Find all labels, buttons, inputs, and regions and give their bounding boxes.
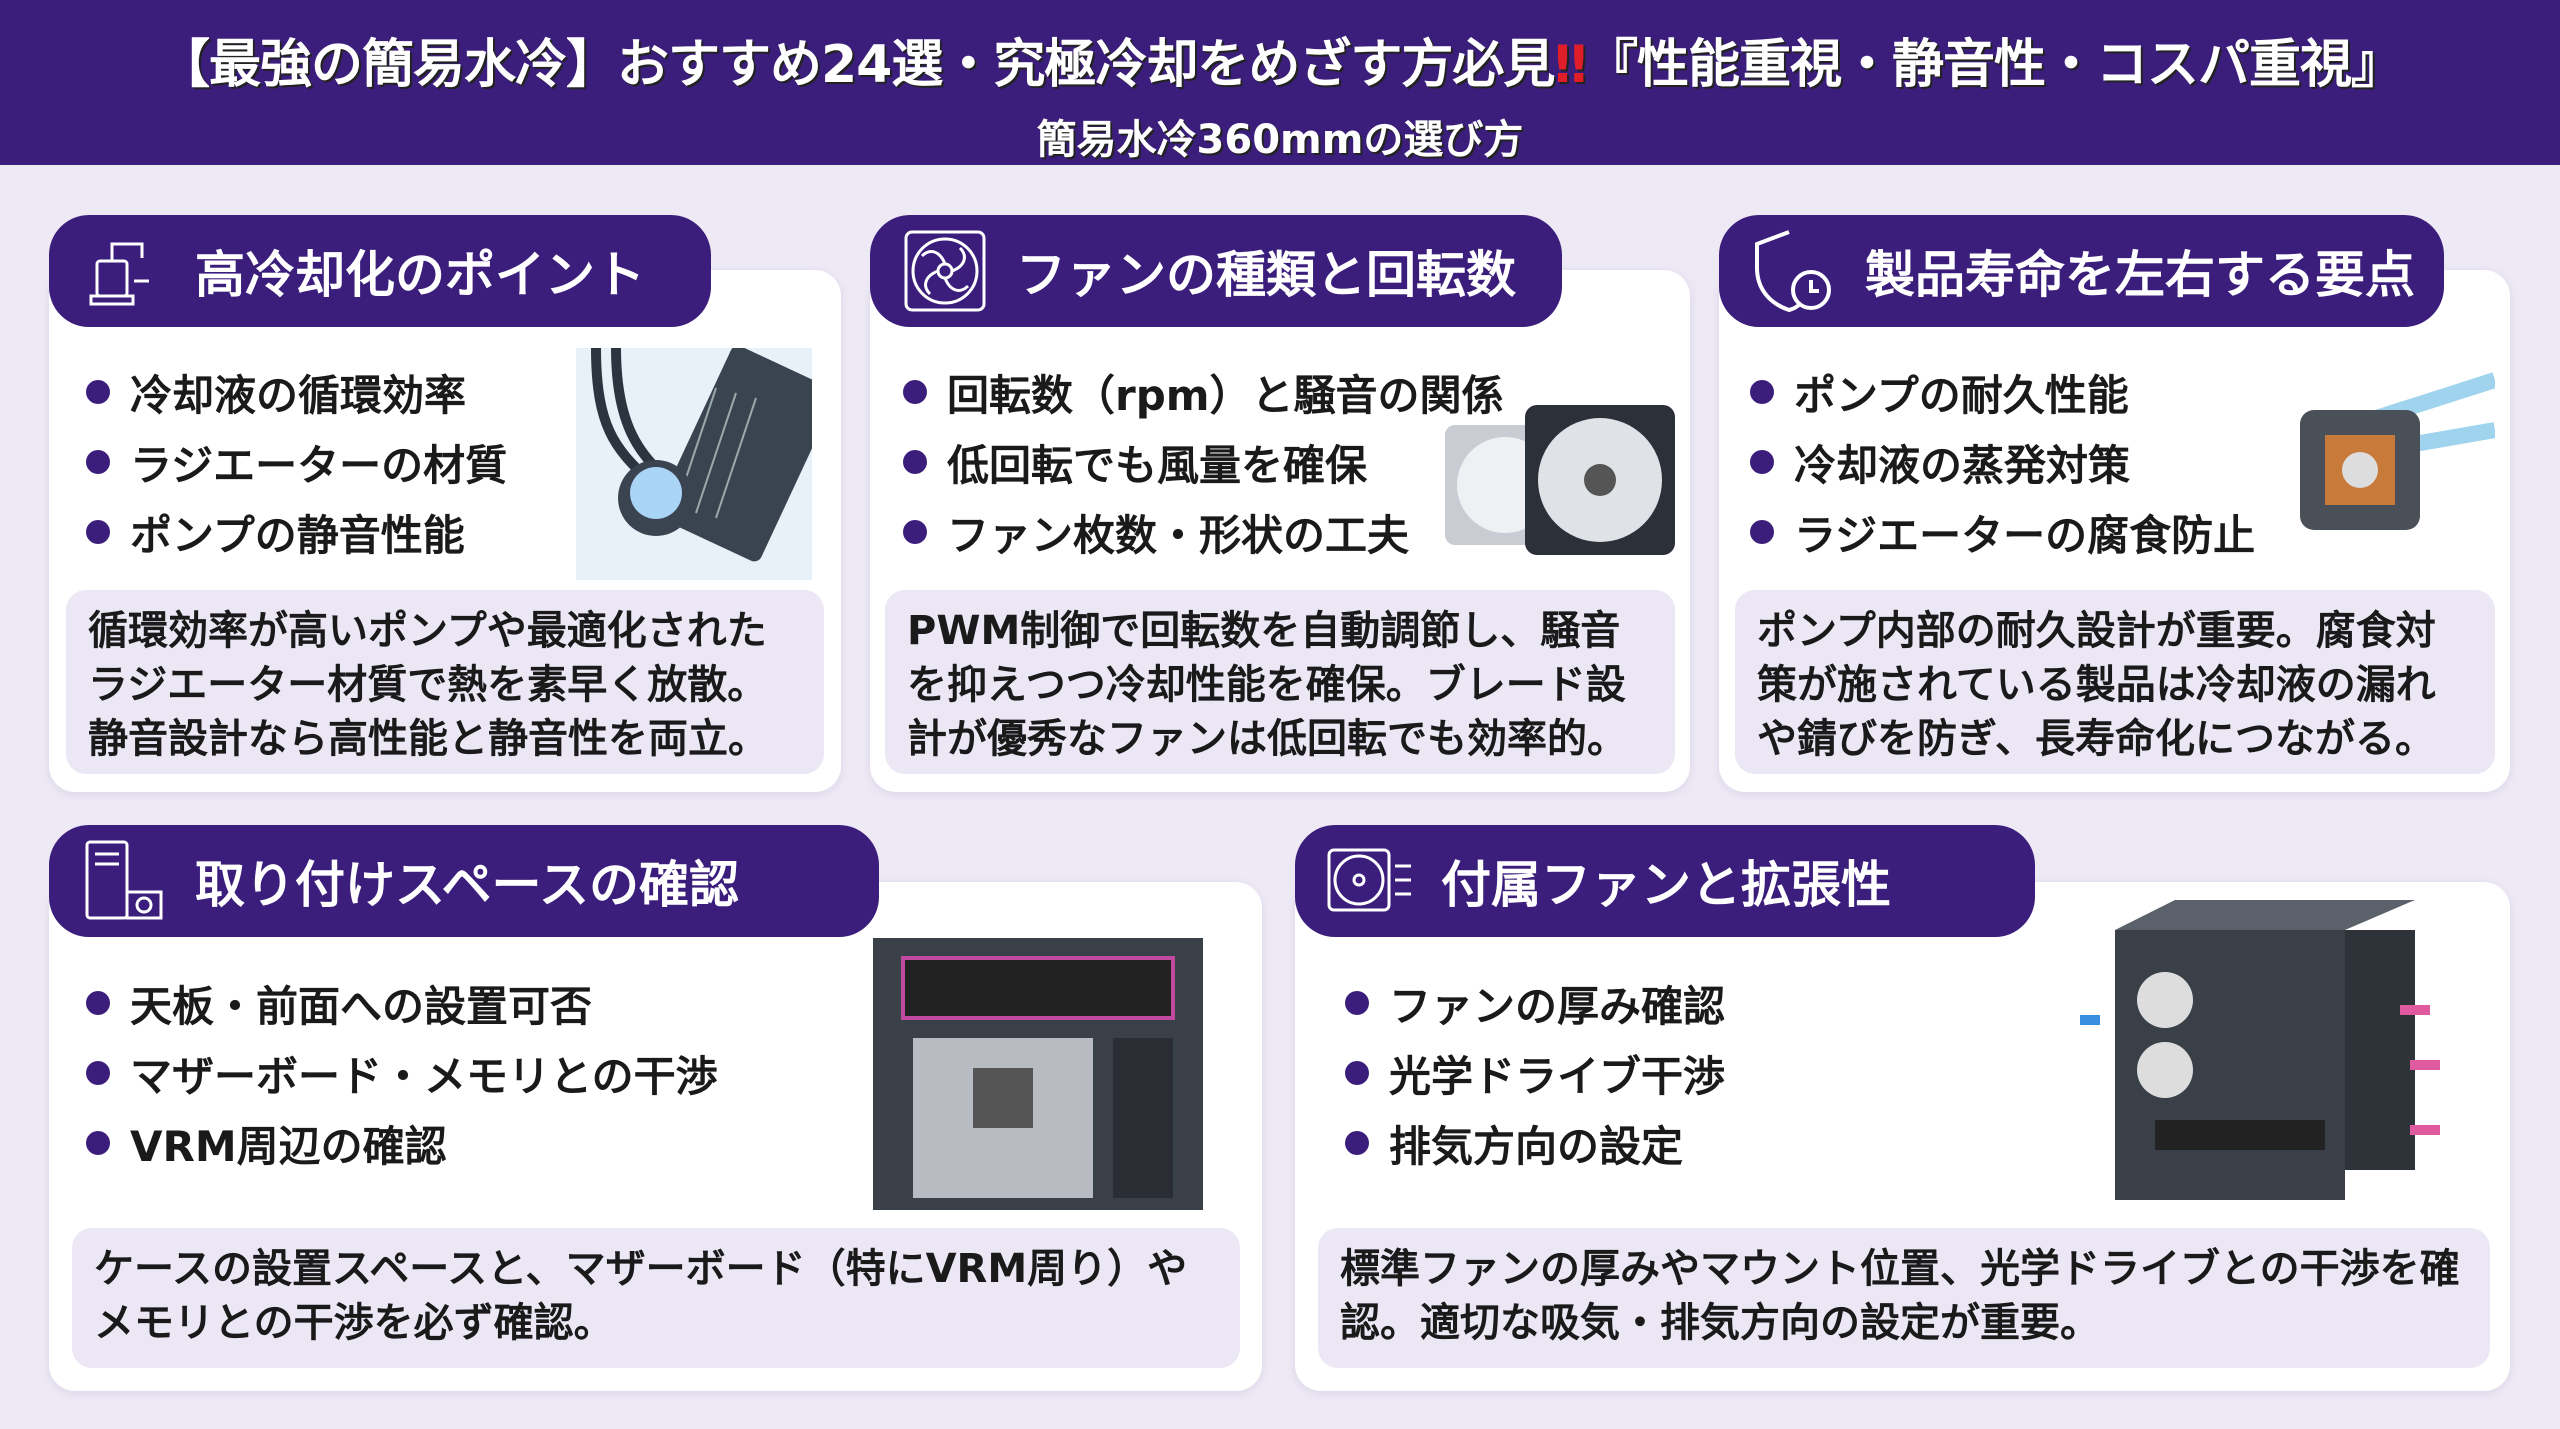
title-exclaim: ‼ [1554, 35, 1587, 95]
section-header-fan: ファンの種類と回転数 [870, 215, 1562, 327]
section-header-install: 取り付けスペースの確認 [49, 825, 879, 937]
pc-airflow-illustration [2080, 900, 2440, 1200]
bullet-list: 冷却液の循環効率 ラジエーターの材質 ポンプの静音性能 [86, 357, 507, 567]
section-header-expansion: 付属ファンと拡張性 [1295, 825, 2035, 937]
title-main: 【最強の簡易水冷】おすすめ24選・究極冷却をめざす方必見 [158, 35, 1555, 95]
bullet-item: ファン枚数・形状の工夫 [903, 497, 1504, 567]
bullet-list: 回転数（rpm）と騒音の関係 低回転でも風量を確保 ファン枚数・形状の工夫 [903, 357, 1504, 567]
bullet-item: マザーボード・メモリとの干渉 [86, 1038, 718, 1108]
bullet-item: 回転数（rpm）と騒音の関係 [903, 357, 1504, 427]
shield-clock-icon [1755, 230, 1831, 313]
bullet-item: ポンプの静音性能 [86, 497, 507, 567]
bullet-item: 排気方向の設定 [1345, 1108, 1725, 1178]
bullet-item: ポンプの耐久性能 [1750, 357, 2255, 427]
bullet-item: 冷却液の蒸発対策 [1750, 427, 2255, 497]
fan-airflow-icon [1327, 848, 1411, 912]
title-tail: 『性能重視・静音性・コスパ重視』 [1585, 35, 2403, 95]
bullet-item: ラジエーターの材質 [86, 427, 507, 497]
description-box: ケースの設置スペースと、マザーボード（特にVRM周り）やメモリとの干渉を必ず確認… [72, 1228, 1240, 1368]
description-box: PWM制御で回転数を自動調節し、騒音を抑えつつ冷却性能を確保。ブレード設計が優秀… [885, 590, 1675, 774]
pc-case-interior-illustration [873, 938, 1203, 1210]
section-title: ファンの種類と回転数 [1016, 246, 1516, 304]
bullet-item: 光学ドライブ干渉 [1345, 1038, 1725, 1108]
bullet-item: VRM周辺の確認 [86, 1108, 718, 1178]
section-title: 付属ファンと拡張性 [1441, 856, 1891, 914]
aio-cooler-illustration [576, 348, 812, 580]
pump-cutaway-illustration [2300, 372, 2495, 530]
bullet-item: ファンの厚み確認 [1345, 968, 1725, 1038]
bullet-item: 天板・前面への設置可否 [86, 968, 718, 1038]
fans-illustration [1445, 405, 1675, 555]
bullet-list: ファンの厚み確認 光学ドライブ干渉 排気方向の設定 [1345, 968, 1725, 1178]
section-header-lifespan: 製品寿命を左右する要点 [1719, 215, 2444, 327]
section-title: 製品寿命を左右する要点 [1865, 246, 2415, 304]
page-subtitle: 簡易水冷360mmの選び方 [1036, 117, 1524, 163]
aio-pump-icon [89, 242, 149, 306]
section-header-cooling: 高冷却化のポイント [49, 215, 711, 327]
pc-case-measure-icon [85, 840, 163, 920]
fan-icon [904, 230, 986, 312]
description-box: 循環効率が高いポンプや最適化されたラジエーター材質で熱を素早く放散。静音設計なら… [66, 590, 824, 774]
bullet-item: ラジエーターの腐食防止 [1750, 497, 2255, 567]
section-title: 取り付けスペースの確認 [195, 856, 739, 914]
description-box: 標準ファンの厚みやマウント位置、光学ドライブとの干渉を確認。適切な吸気・排気方向… [1318, 1228, 2490, 1368]
bullet-item: 低回転でも風量を確保 [903, 427, 1504, 497]
section-title: 高冷却化のポイント [195, 246, 645, 304]
bullet-item: 冷却液の循環効率 [86, 357, 507, 427]
page-title: 【最強の簡易水冷】おすすめ24選・究極冷却をめざす方必見‼『性能重視・静音性・コ… [0, 0, 2560, 97]
bullet-list: 天板・前面への設置可否 マザーボード・メモリとの干渉 VRM周辺の確認 [86, 968, 718, 1178]
bullet-list: ポンプの耐久性能 冷却液の蒸発対策 ラジエーターの腐食防止 [1750, 357, 2255, 567]
page-header: 【最強の簡易水冷】おすすめ24選・究極冷却をめざす方必見‼『性能重視・静音性・コ… [0, 0, 2560, 165]
description-box: ポンプ内部の耐久設計が重要。腐食対策が施されている製品は冷却液の漏れや錆びを防ぎ… [1735, 590, 2495, 774]
